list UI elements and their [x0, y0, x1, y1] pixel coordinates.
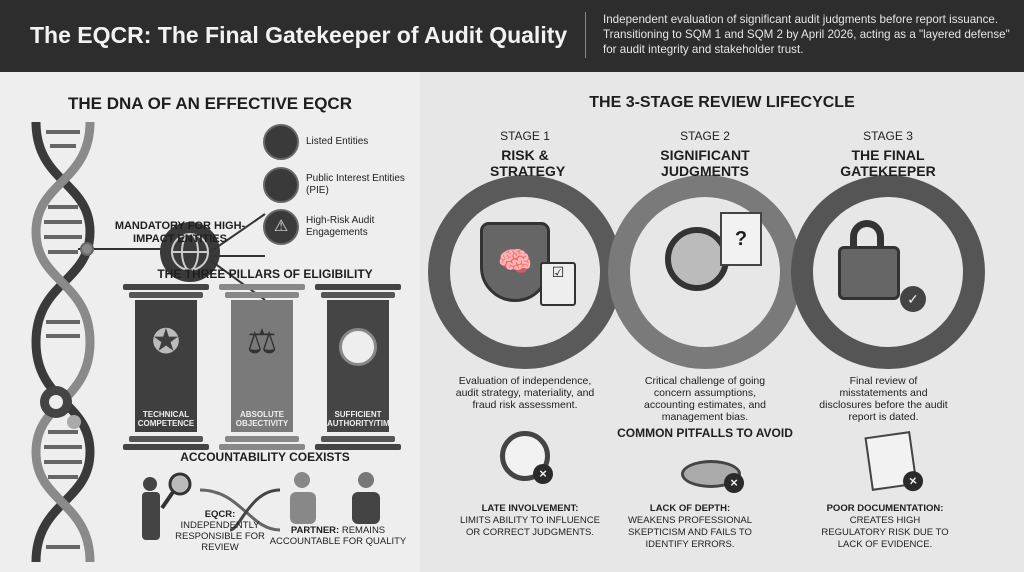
- scales-icon: ⚖: [246, 323, 278, 361]
- pillar-label: ABSOLUTE OBJECTIVITY: [235, 410, 289, 428]
- warning-icon: ⚠: [263, 209, 299, 245]
- stage-name: SIGNIFICANT JUDGMENTS: [660, 147, 750, 179]
- infinity-loop: [428, 175, 985, 369]
- checklist-icon: ☑: [540, 262, 576, 306]
- globe-icon: [160, 222, 220, 282]
- entity-label: High-Risk Audit Engagements: [306, 215, 375, 238]
- partner-label: PARTNER:: [290, 525, 340, 536]
- eqcr-text: INDEPENDENTLY RESPONSIBLE FOR REVIEW: [175, 520, 265, 553]
- shallow-dish-icon: ×: [681, 460, 744, 493]
- stage-3: STAGE 3 THE FINAL GATEKEEPER: [828, 129, 948, 179]
- institution-icon: [263, 167, 299, 203]
- pillars-title: THE THREE PILLARS OF ELIGIBILITY: [157, 267, 373, 281]
- stage-number: STAGE 2: [680, 129, 730, 143]
- page-title: The EQCR: The Final Gatekeeper of Audit …: [30, 22, 568, 48]
- connector-node: [80, 242, 94, 256]
- pillar-sufficient-authority: SUFFICIENT AUTHORITY/TIME: [315, 284, 405, 452]
- pitfall-text: WEAKENS PROFESSIONAL SKEPTICISM AND FAIL…: [627, 515, 753, 550]
- pillar-absolute-objectivity: ⚖ ABSOLUTE OBJECTIVITY: [219, 284, 309, 452]
- pillar-technical-competence: ✪ TECHNICAL COMPETENCE: [123, 284, 213, 452]
- pitfall-text: LIMITS ABILITY TO INFLUENCE OR CORRECT J…: [460, 515, 600, 538]
- pitfall-lack-of-depth: LACK OF DEPTH:WEAKENS PROFESSIONAL SKEPT…: [625, 503, 755, 551]
- award-ribbon-icon: ✪: [151, 323, 181, 361]
- stage-description: Critical challenge of going concern assu…: [644, 375, 766, 423]
- building-icon: [263, 124, 299, 160]
- padlock-shackle: [850, 220, 884, 248]
- mandatory-label: MANDATORY FOR HIGH-IMPACT ENTITIES: [114, 220, 246, 245]
- stage-number: STAGE 1: [500, 129, 550, 143]
- pitfall-late-involvement: LATE INVOLVEMENT:LIMITS ABILITY TO INFLU…: [460, 503, 600, 539]
- documents-icon: ×: [864, 431, 925, 493]
- clock-gavel-icon: [339, 328, 377, 366]
- pitfall-title: LATE INVOLVEMENT:: [481, 503, 579, 514]
- x-badge-icon: ×: [533, 464, 553, 484]
- header-bar: The EQCR: The Final Gatekeeper of Audit …: [0, 0, 1024, 72]
- entity-label: Public Interest Entities (PIE): [306, 173, 405, 196]
- pitfall-poor-documentation: POOR DOCUMENTATION:CREATES HIGH REGULATO…: [820, 503, 950, 551]
- document-question-icon: ?: [720, 212, 762, 266]
- entity-label: Listed Entities: [306, 136, 369, 147]
- stage-name: RISK & STRATEGY: [490, 147, 566, 179]
- header-divider: [585, 12, 586, 58]
- right-panel: THE 3-STAGE REVIEW LIFECYCLE STAGE 1 RIS…: [420, 72, 1024, 572]
- pitfall-title: POOR DOCUMENTATION:: [826, 503, 944, 514]
- accountability-title: ACCOUNTABILITY COEXISTS: [180, 450, 350, 464]
- stage-description: Evaluation of independence, audit strate…: [455, 375, 595, 411]
- dna-helix-icon: [31, 122, 95, 562]
- partner-text: REMAINS ACCOUNTABLE FOR QUALITY: [269, 525, 407, 547]
- lifecycle-title: THE 3-STAGE REVIEW LIFECYCLE: [589, 94, 855, 111]
- stage-1: STAGE 1 RISK & STRATEGY: [465, 129, 585, 179]
- pillar-label: SUFFICIENT AUTHORITY/TIME: [327, 410, 395, 428]
- stage-description: Final review of misstatements and disclo…: [819, 375, 948, 423]
- partner-description: PARTNER: REMAINS ACCOUNTABLE FOR QUALITY: [268, 525, 408, 547]
- padlock-icon: [838, 246, 900, 300]
- clock-icon: ×: [500, 431, 553, 484]
- connector-line: [78, 248, 168, 250]
- eqcr-label: EQCR:: [204, 509, 236, 520]
- eqcr-description: EQCR: INDEPENDENTLY RESPONSIBLE FOR REVI…: [175, 509, 265, 553]
- x-badge-icon: ×: [901, 469, 925, 493]
- accountability-illustration: [142, 472, 380, 540]
- dna-title: THE DNA OF AN EFFECTIVE EQCR: [68, 94, 352, 113]
- pitfall-text: CREATES HIGH REGULATORY RISK DUE TO LACK…: [821, 515, 949, 550]
- pillar-label: TECHNICAL COMPETENCE: [137, 410, 195, 428]
- pitfall-title: LACK OF DEPTH:: [649, 503, 731, 514]
- page-subtitle: Independent evaluation of significant au…: [603, 13, 1010, 56]
- stage-name: THE FINAL GATEKEEPER: [840, 147, 936, 179]
- checkmark-badge-icon: ✓: [900, 286, 926, 312]
- left-panel: THE DNA OF AN EFFECTIVE EQCR MANDATORY F…: [0, 72, 420, 572]
- x-badge-icon: ×: [724, 473, 744, 493]
- stage-2: STAGE 2 SIGNIFICANT JUDGMENTS: [645, 129, 765, 179]
- stage-number: STAGE 3: [863, 129, 913, 143]
- pitfalls-title: COMMON PITFALLS TO AVOID: [617, 426, 793, 440]
